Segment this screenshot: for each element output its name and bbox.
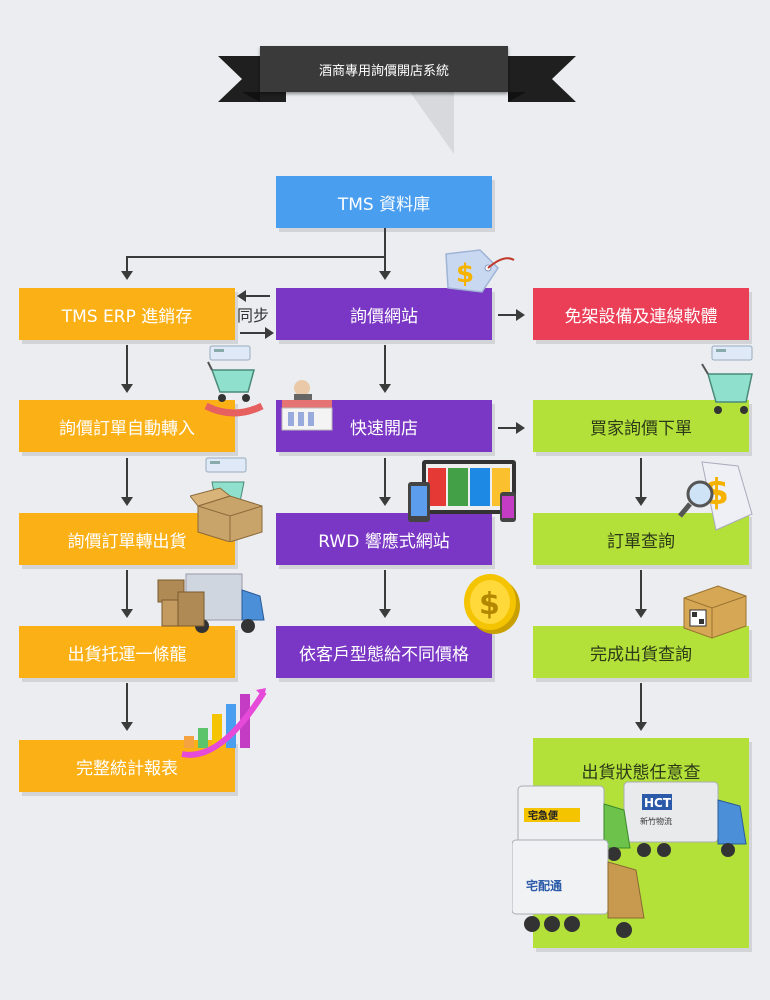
connector (384, 570, 386, 610)
arrow-down-icon (121, 609, 133, 618)
qr-package-icon (683, 585, 747, 639)
shopping-cart-icon (701, 345, 753, 414)
banner-shadow (410, 92, 454, 154)
connector (498, 314, 516, 316)
arrow-down-icon (635, 722, 647, 731)
kuroneko-logo-text: 宅急便 (528, 809, 559, 822)
arrow-down-icon (121, 271, 133, 280)
node-order-query: 訂單查詢 (533, 513, 749, 565)
gold-coin-icon: $ (464, 574, 520, 634)
node-tms-erp: TMS ERP 進銷存 (19, 288, 235, 340)
arrow-right-icon (265, 327, 274, 339)
arrow-down-icon (379, 271, 391, 280)
svg-text:$: $ (479, 587, 500, 622)
node-buyer-order: 買家詢價下單 (533, 400, 749, 452)
cart-refresh-icon (204, 345, 264, 417)
banner-title: 酒商專用詢價開店系統 (260, 46, 508, 92)
arrow-down-icon (121, 722, 133, 731)
connector (640, 570, 642, 610)
node-inquiry-site: 詢價網站 (276, 288, 492, 340)
connector (126, 256, 128, 272)
hct-truck: HCT 新竹物流 (623, 781, 747, 857)
arrow-right-icon (516, 422, 525, 434)
connector (384, 458, 386, 498)
logistics-trucks-icon: HCT 新竹物流 宅急便 宅配通 (512, 781, 747, 938)
open-box-icon (190, 457, 263, 542)
arrow-right-icon (516, 309, 525, 321)
connector (640, 683, 642, 723)
arrow-down-icon (121, 384, 133, 393)
arrow-down-icon (121, 497, 133, 506)
connector (384, 256, 386, 272)
responsive-devices-icon (408, 460, 516, 522)
delivery-truck-icon (157, 573, 265, 633)
node-price-by-type: 依客戶型態給不同價格 (276, 626, 492, 678)
node-stats-report: 完整統計報表 (19, 740, 235, 792)
arrow-down-icon (635, 609, 647, 618)
sync-line-top (245, 295, 270, 297)
sync-label: 同步 (237, 306, 270, 325)
arrow-down-icon (379, 609, 391, 618)
svg-text:$: $ (456, 259, 474, 289)
banner-fold-right (508, 92, 526, 102)
connector (126, 570, 128, 610)
connector (384, 228, 386, 258)
connector (126, 458, 128, 498)
node-consign: 出貨托運一條龍 (19, 626, 235, 678)
hct-subtitle: 新竹物流 (640, 816, 672, 826)
node-status-query-label: 出貨狀態任意查 (581, 763, 701, 783)
shop-stall-icon (281, 380, 333, 431)
arrow-down-icon (379, 497, 391, 506)
arrow-down-icon (379, 384, 391, 393)
node-no-shelf-equipment: 免架設備及連線軟體 (533, 288, 749, 340)
connector (640, 458, 642, 498)
sync-line-bottom (240, 332, 265, 334)
node-auto-convert: 詢價訂單自動轉入 (19, 400, 235, 452)
connector (384, 345, 386, 385)
pelican-logo-text: 宅配通 (526, 878, 562, 893)
node-tms-database: TMS 資料庫 (276, 176, 492, 228)
arrow-down-icon (635, 497, 647, 506)
node-rwd-site: RWD 響應式網站 (276, 513, 492, 565)
hct-logo-text: HCT (644, 796, 672, 810)
growth-chart-icon (181, 688, 267, 758)
banner-fold-left (242, 92, 260, 102)
arrow-left-icon (237, 290, 246, 302)
pelican-truck: 宅配通 (512, 839, 645, 938)
connector (126, 256, 386, 258)
connector (498, 427, 516, 429)
connector (126, 683, 128, 723)
connector (126, 345, 128, 385)
price-tag-icon: $ (445, 249, 515, 293)
magnifier-dollar-icon: $ (678, 461, 753, 531)
